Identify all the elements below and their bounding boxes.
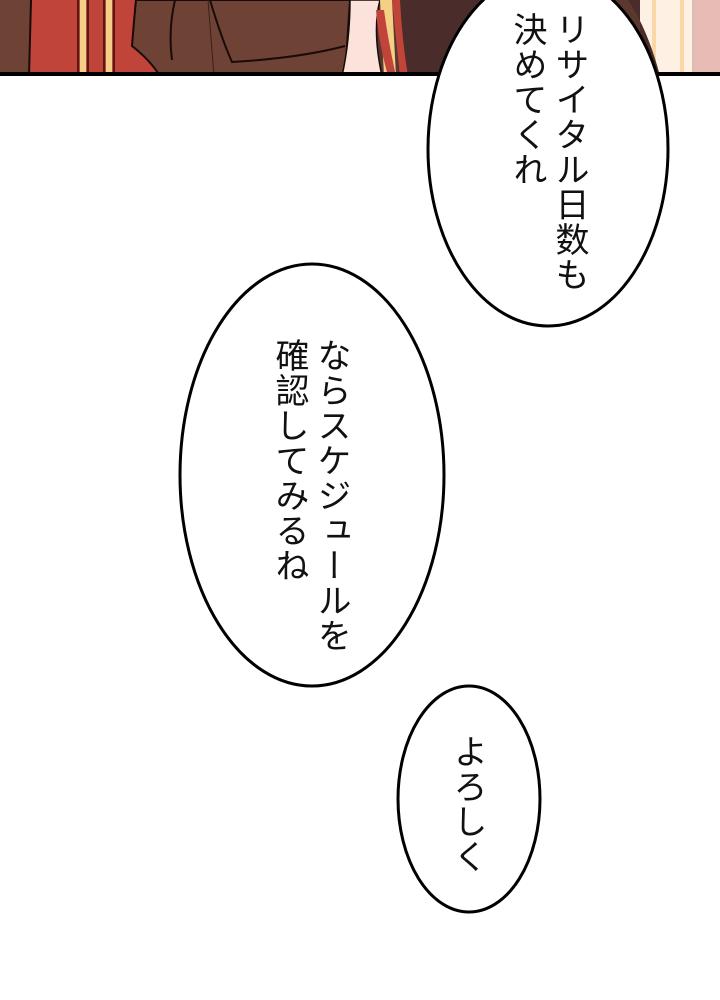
bubble-1-line-1: リサイタル日数も [549, 12, 589, 292]
speech-bubble-3: よろしく [396, 684, 542, 914]
bubble-2-line-2: 確認してみるね [269, 338, 309, 583]
bubble-outline-icon [178, 262, 446, 688]
speech-bubble-1: リサイタル日数も 決めてくれ [426, 0, 670, 328]
bubble-3-line-1: よろしく [447, 734, 487, 874]
speech-bubble-2: ならスケジュールを 確認してみるね [178, 262, 446, 688]
bubble-outline-icon [396, 684, 542, 914]
bubble-2-line-1: ならスケジュールを [311, 338, 351, 653]
bubble-1-line-2: 決めてくれ [507, 12, 547, 187]
bubble-outline-icon [426, 0, 670, 328]
